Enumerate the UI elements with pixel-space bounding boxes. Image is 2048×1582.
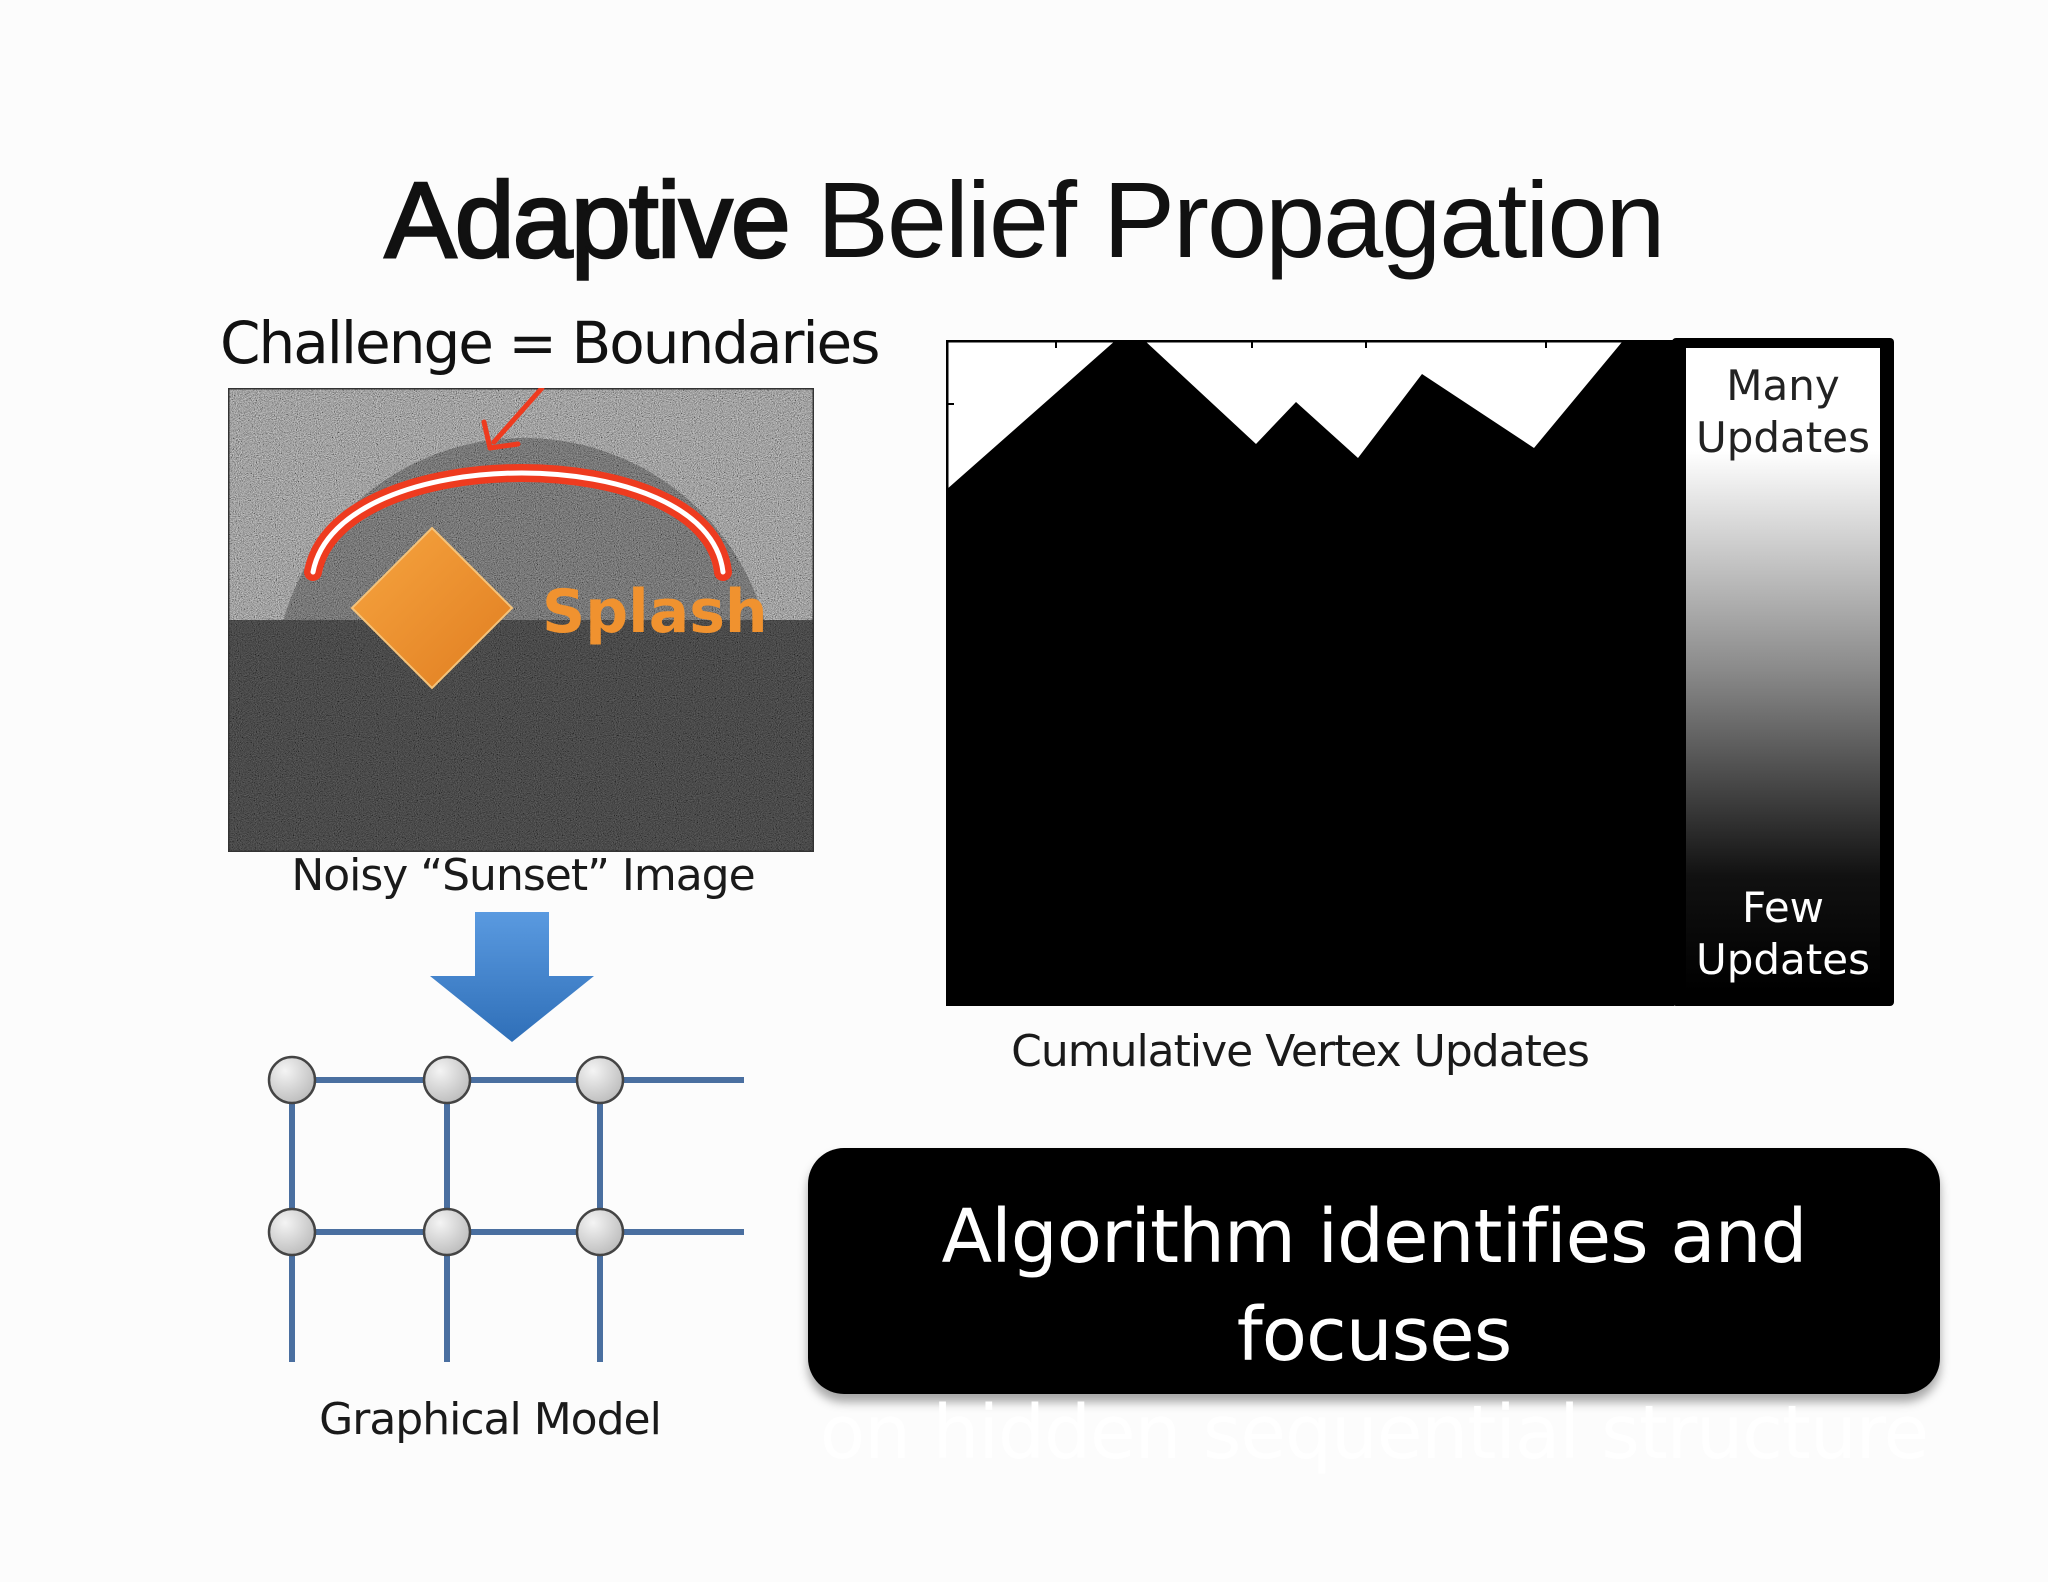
updates-region (946, 340, 1674, 1006)
title-bold: Adaptive (383, 158, 792, 281)
callout-box: Algorithm identifies and focuses on hidd… (808, 1148, 1940, 1476)
colorbar-bottom-line2: Updates (1696, 935, 1870, 984)
noisy-sunset-image: Splash (228, 388, 814, 852)
graph-node (575, 1207, 625, 1257)
graphical-model-grid (267, 1055, 744, 1362)
colorbar-top-label: Many Updates (1672, 360, 1894, 464)
colorbar-top-line2: Updates (1696, 413, 1870, 462)
arrow-to-boundary-icon (481, 388, 545, 451)
graphical-model-caption: Graphical Model (319, 1394, 662, 1445)
noisy-image-caption: Noisy “Sunset” Image (291, 850, 755, 901)
boundary-arc (304, 464, 732, 581)
graph-node (422, 1207, 472, 1257)
updates-caption: Cumulative Vertex Updates (1011, 1026, 1590, 1077)
graph-node (422, 1055, 472, 1105)
splash-label: Splash (542, 577, 768, 647)
updates-colorbar: Many Updates Few Updates (1672, 338, 1894, 1006)
cumulative-updates-plot (946, 340, 1674, 1006)
splash-diamond-icon (350, 526, 514, 690)
colorbar-bottom-line1: Few (1741, 883, 1825, 932)
colorbar-top-line1: Many (1726, 361, 1840, 410)
callout-text: Algorithm identifies and focuses on hidd… (808, 1188, 1940, 1482)
colorbar-bottom-label: Few Updates (1672, 882, 1894, 986)
callout-line2: on hidden sequential structure (819, 1390, 1929, 1476)
callout-line1: Algorithm identifies and focuses (941, 1194, 1808, 1378)
title-rest: Belief Propagation (788, 159, 1666, 280)
graph-node (267, 1055, 317, 1105)
down-arrow-icon (430, 912, 594, 1042)
colorbar-gradient (1686, 348, 1880, 992)
challenge-heading: Challenge = Boundaries (220, 309, 880, 377)
graph-node (575, 1055, 625, 1105)
slide-title: Adaptive Belief Propagation (0, 158, 2048, 281)
graph-node (267, 1207, 317, 1257)
